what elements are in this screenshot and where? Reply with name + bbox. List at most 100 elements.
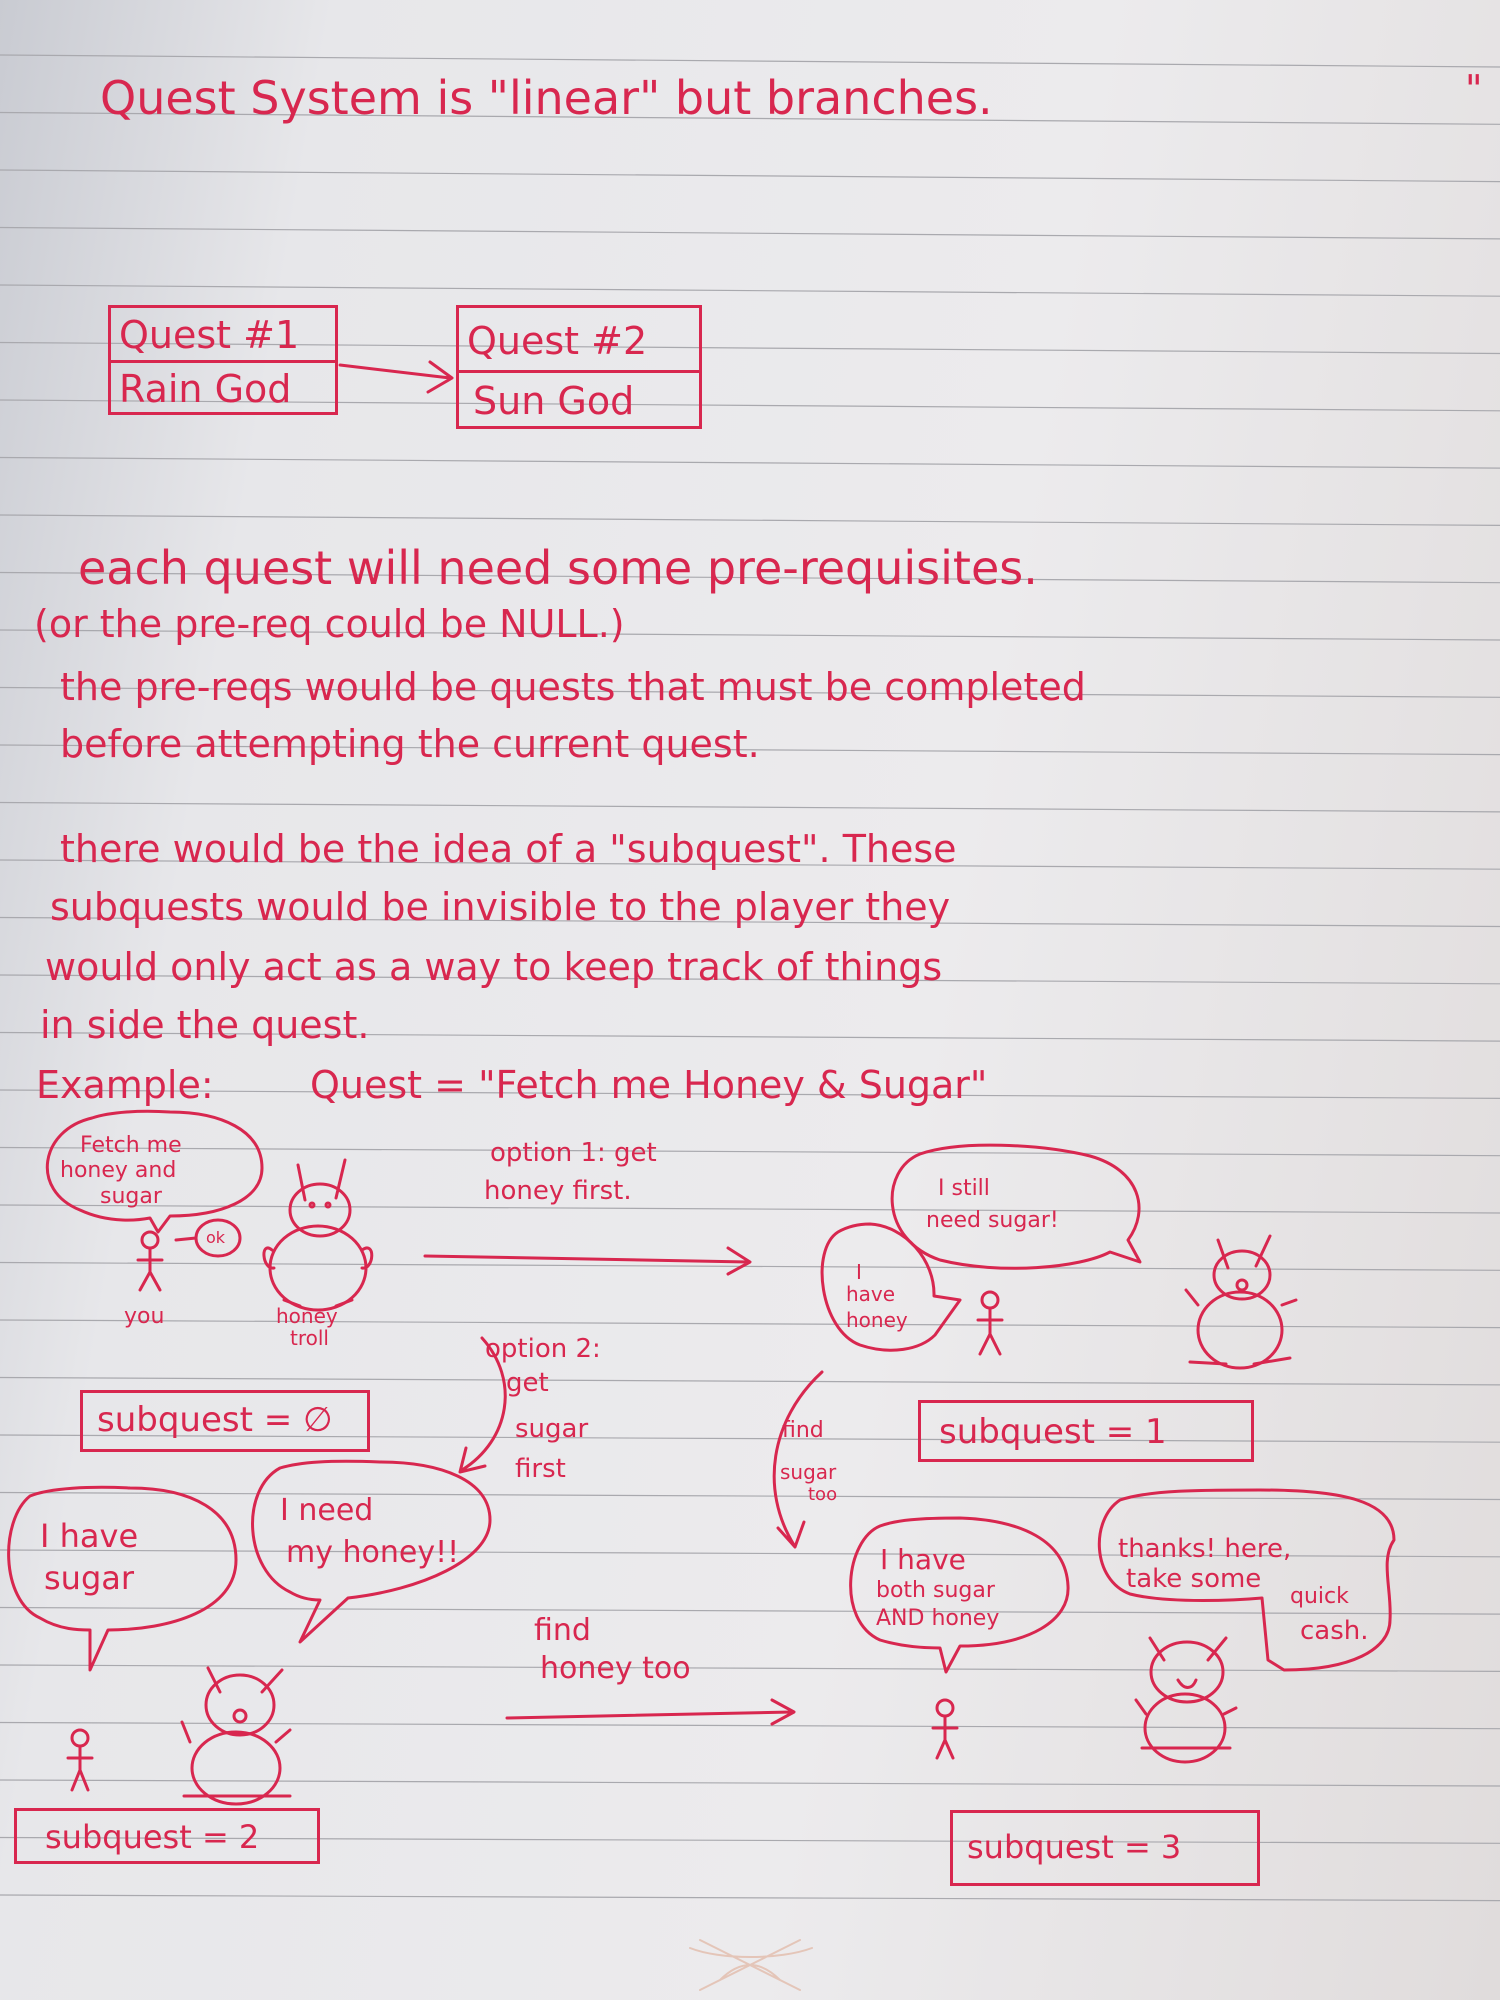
you-speech-2-line3: honey: [846, 1308, 908, 1332]
paragraph2-line3: would only act as a way to keep track of…: [45, 945, 943, 989]
paragraph2-line1: there would be the idea of a "subquest".…: [60, 827, 957, 871]
troll-figure-2: [1184, 1234, 1298, 1370]
subquest-box-0: subquest = ∅: [80, 1390, 370, 1452]
troll-speech-2-line1: I still: [938, 1176, 990, 1201]
ruled-line: [0, 1664, 1500, 1673]
find-sugar-line2: sugar: [780, 1460, 837, 1484]
example-label: Example:: [36, 1063, 214, 1107]
troll-speech-1-line2: honey and: [60, 1158, 177, 1183]
quest-2-number: Quest #2: [467, 319, 648, 363]
ruled-line: [0, 1031, 1500, 1042]
ruled-line: [0, 1204, 1500, 1214]
option1-arrow: [423, 1246, 752, 1276]
find-sugar-arrow: [772, 1370, 824, 1549]
ruled-line: [0, 456, 1500, 469]
ruled-line: [0, 54, 1500, 68]
paragraph1-line1: each quest will need some pre-requisites…: [78, 541, 1038, 595]
paragraph2-line4: in side the quest.: [40, 1003, 370, 1047]
find-honey-line2: honey too: [540, 1651, 691, 1686]
example-quest: Quest = "Fetch me Honey & Sugar": [310, 1063, 988, 1107]
option1-line1: option 1: get: [490, 1138, 657, 1168]
bubble-still-need: [890, 1143, 1142, 1270]
you-speech-3-line1: I have: [40, 1517, 139, 1555]
ruled-line: [0, 629, 1500, 641]
troll-figure-3: [180, 1666, 292, 1806]
troll-speech-4-line3: quick: [1290, 1584, 1349, 1609]
ruled-line: [0, 1606, 1500, 1615]
option1-line2: honey first.: [484, 1176, 632, 1206]
ruled-line: [0, 859, 1500, 870]
ruled-line: [0, 1261, 1500, 1271]
find-honey-line1: find: [534, 1613, 591, 1648]
ruled-line: [0, 284, 1500, 297]
troll-speech-4-line1: thanks! here,: [1118, 1534, 1292, 1564]
subquest-1-text: subquest = 1: [939, 1412, 1167, 1452]
troll-speech-1-line3: sugar: [100, 1184, 162, 1209]
quest-arrow: [338, 360, 454, 394]
troll-label-line2: troll: [290, 1326, 329, 1350]
ruled-line: [0, 514, 1500, 527]
ruled-line: [0, 1146, 1500, 1157]
you-speech-3-line2: sugar: [44, 1559, 135, 1597]
find-honey-arrow: [505, 1698, 796, 1726]
find-sugar-line1: find: [782, 1418, 824, 1443]
ruled-line: [0, 1319, 1500, 1329]
ruled-line: [0, 1549, 1500, 1558]
troll-speech-4-line4: cash.: [1300, 1616, 1369, 1646]
ruled-line: [0, 1491, 1500, 1501]
paragraph2-line2: subquests would be invisible to the play…: [50, 885, 951, 929]
you-speech-4-line2: both sugar: [876, 1578, 995, 1603]
ruled-line: [0, 571, 1500, 584]
troll-figure-4: [1134, 1636, 1238, 1764]
ruled-line: [0, 226, 1500, 240]
troll-speech-2-line2: need sugar!: [926, 1208, 1059, 1233]
you-speech-4-line1: I have: [880, 1543, 966, 1576]
you-reply-ok: ok: [206, 1228, 226, 1247]
troll-speech-3-line2: my honey!!: [286, 1535, 460, 1570]
bottom-emblem: [689, 1939, 813, 1991]
corner-mark: ": [1465, 67, 1483, 111]
find-sugar-line3: too: [808, 1484, 838, 1505]
bubble-need-honey: [251, 1459, 492, 1644]
you-figure-3: [66, 1728, 94, 1792]
quest-2-name: Sun God: [473, 379, 635, 423]
option2-line3: sugar: [515, 1414, 589, 1444]
ruled-line: [0, 1836, 1500, 1844]
troll-speech-4-line2: take some: [1126, 1564, 1262, 1594]
ruled-line: [0, 686, 1500, 698]
ruled-line: [0, 801, 1500, 813]
you-figure-2: [976, 1290, 1004, 1356]
ruled-line: [0, 399, 1500, 412]
ruled-line: [0, 111, 1500, 125]
troll-speech-1-line1: Fetch me: [80, 1133, 182, 1158]
quest-box-2: Quest #2 Sun God: [456, 305, 702, 429]
subquest-0-text: subquest = ∅: [97, 1400, 333, 1440]
option2-line1: option 2:: [485, 1334, 601, 1364]
ruled-line: [0, 1376, 1500, 1386]
paragraph1-line4: before attempting the current quest.: [60, 722, 760, 766]
quest-1-name: Rain God: [119, 367, 292, 411]
option2-line2: get: [506, 1368, 549, 1398]
troll-figure-1: [262, 1158, 374, 1312]
ruled-line: [0, 1089, 1500, 1100]
subquest-3-text: subquest = 3: [967, 1828, 1182, 1866]
bubble-have-sugar: [7, 1485, 238, 1672]
bubble-have-both: [849, 1516, 1070, 1674]
you-speech-2-line2: have: [846, 1282, 896, 1306]
quest-box-1: Quest #1 Rain God: [108, 305, 338, 415]
ruled-line: [0, 341, 1500, 355]
ruled-line: [0, 1894, 1500, 1902]
you-figure-1: [136, 1230, 164, 1292]
ruled-line: [0, 974, 1500, 985]
bubble-thanks: [1097, 1488, 1396, 1672]
you-label: you: [124, 1304, 165, 1329]
quest-1-number: Quest #1: [119, 313, 300, 357]
bubble-fetch: [45, 1109, 264, 1234]
you-speech-2-line1: I: [856, 1260, 862, 1284]
subquest-2-text: subquest = 2: [45, 1818, 260, 1856]
subquest-box-2: subquest = 2: [14, 1808, 320, 1864]
subquest-box-3: subquest = 3: [950, 1810, 1260, 1886]
